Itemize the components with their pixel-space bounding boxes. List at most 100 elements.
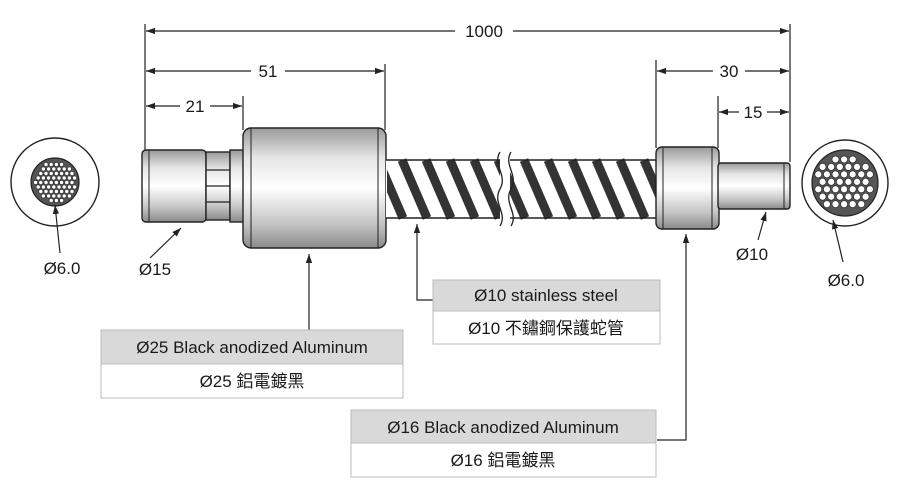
fiber-strand xyxy=(64,188,70,195)
fiber-strand xyxy=(840,155,849,164)
fiber-strand xyxy=(840,170,849,179)
fiber-strand xyxy=(43,188,49,195)
dimension-lines xyxy=(144,24,791,162)
fiber-strand xyxy=(61,175,67,181)
fiber-strand xyxy=(33,179,39,186)
fiber-strand xyxy=(46,193,52,199)
right-bundle-diameter: Ø6.0 xyxy=(828,271,865,290)
fiber-strand xyxy=(814,185,823,194)
fiber-strand xyxy=(40,184,46,190)
fiber-strand xyxy=(857,185,866,194)
right-end-view: Ø6.0 xyxy=(801,139,889,290)
fiber-strand xyxy=(40,193,46,199)
right-tip: Ø10 xyxy=(717,162,791,264)
fiber-strand xyxy=(53,188,59,195)
small-collar-label-zh: Ø16 鋁電鍍黑 xyxy=(451,450,556,470)
fiber-strand xyxy=(848,155,857,164)
leader-lines xyxy=(305,224,690,441)
fiber-strand xyxy=(53,161,59,168)
fiber-strand xyxy=(831,155,840,164)
fiber-strand xyxy=(51,184,57,190)
fiber-strand xyxy=(844,162,853,171)
left-bundle-diameter: Ø6.0 xyxy=(44,259,81,278)
fiber-strand xyxy=(822,185,831,194)
fiber-strand xyxy=(35,184,41,190)
fiber-strand xyxy=(46,184,52,190)
dim-right-ferrule: 30 xyxy=(657,62,789,81)
fiber-strand xyxy=(48,197,54,204)
dim-right-tip-label: 15 xyxy=(744,103,763,122)
fiber-strand xyxy=(844,177,853,186)
fiber-strand xyxy=(72,184,78,190)
fiber-strand xyxy=(827,162,836,171)
fiber-strand xyxy=(61,166,67,172)
small-collar xyxy=(655,146,720,230)
fiber-strand xyxy=(861,192,870,201)
right-tip-diameter: Ø10 xyxy=(736,245,768,264)
fiber-strand xyxy=(38,170,44,177)
fiber-strand xyxy=(43,161,49,168)
fiber-strand xyxy=(831,170,840,179)
callout-small-collar: Ø16 Black anodized Aluminum Ø16 鋁電鍍黑 xyxy=(350,409,657,478)
left-tip: Ø15 xyxy=(139,149,245,279)
fiber-strand xyxy=(835,177,844,186)
fiber-strand xyxy=(72,175,78,181)
fiber-strand xyxy=(66,175,72,181)
fiber-strand xyxy=(827,177,836,186)
fiber-strand xyxy=(831,200,840,209)
dim-right-ferrule-label: 30 xyxy=(720,62,739,81)
fiber-strand xyxy=(56,193,62,199)
fiber-strand xyxy=(40,166,46,172)
fiber-strand xyxy=(814,170,823,179)
fiber-strand xyxy=(861,177,870,186)
fiber-strand xyxy=(840,200,849,209)
fiber-strand xyxy=(53,179,59,186)
fiber-strand xyxy=(48,170,54,177)
fiber-strand xyxy=(848,200,857,209)
stainless-hose xyxy=(386,151,658,227)
big-collar-label-zh: Ø25 鋁電鍍黑 xyxy=(200,371,305,391)
fiber-strand xyxy=(38,188,44,195)
small-collar-label-en: Ø16 Black anodized Aluminum xyxy=(387,418,619,437)
fiber-strand xyxy=(66,193,72,199)
fiber-strand xyxy=(865,185,874,194)
fiber-strand xyxy=(69,170,75,177)
fiber-strand xyxy=(848,170,857,179)
fiber-strand xyxy=(61,193,67,199)
fiber-strand xyxy=(59,179,65,186)
fiber-strand xyxy=(59,188,65,195)
fiber-strand xyxy=(818,192,827,201)
fiber-strand xyxy=(835,192,844,201)
fiber-strand xyxy=(56,175,62,181)
fiber-strand xyxy=(43,179,49,186)
fiber-strand xyxy=(56,166,62,172)
fiber-strand xyxy=(818,177,827,186)
fiber-strand xyxy=(48,179,54,186)
fiber-strand xyxy=(38,179,44,186)
fiber-strand xyxy=(61,184,67,190)
fiber-strand xyxy=(43,170,49,177)
big-collar xyxy=(242,127,387,249)
dim-overall-label: 1000 xyxy=(465,22,503,41)
fiber-strand xyxy=(59,197,65,204)
fiber-strand xyxy=(53,170,59,177)
fiber-strand xyxy=(40,175,46,181)
hose-label-en: Ø10 stainless steel xyxy=(474,286,618,305)
big-collar-label-en: Ø25 Black anodized Aluminum xyxy=(136,338,368,357)
fiber-strand xyxy=(822,200,831,209)
fiber-strand xyxy=(861,162,870,171)
fiber-strand xyxy=(48,188,54,195)
fiber-strand xyxy=(53,197,59,204)
callout-big-collar: Ø25 Black anodized Aluminum Ø25 鋁電鍍黑 xyxy=(100,329,404,399)
callout-hose: Ø10 stainless steel Ø10 不鏽鋼保護蛇管 xyxy=(432,279,661,345)
left-end-view: Ø6.0 xyxy=(10,137,100,278)
fiber-strand xyxy=(822,170,831,179)
fiber-strand xyxy=(853,192,861,201)
left-fiber-bundle xyxy=(33,161,78,204)
fiber-strand xyxy=(840,185,849,194)
fiber-strand xyxy=(857,170,866,179)
fiber-strand xyxy=(857,200,866,209)
fiber-strand xyxy=(848,185,857,194)
